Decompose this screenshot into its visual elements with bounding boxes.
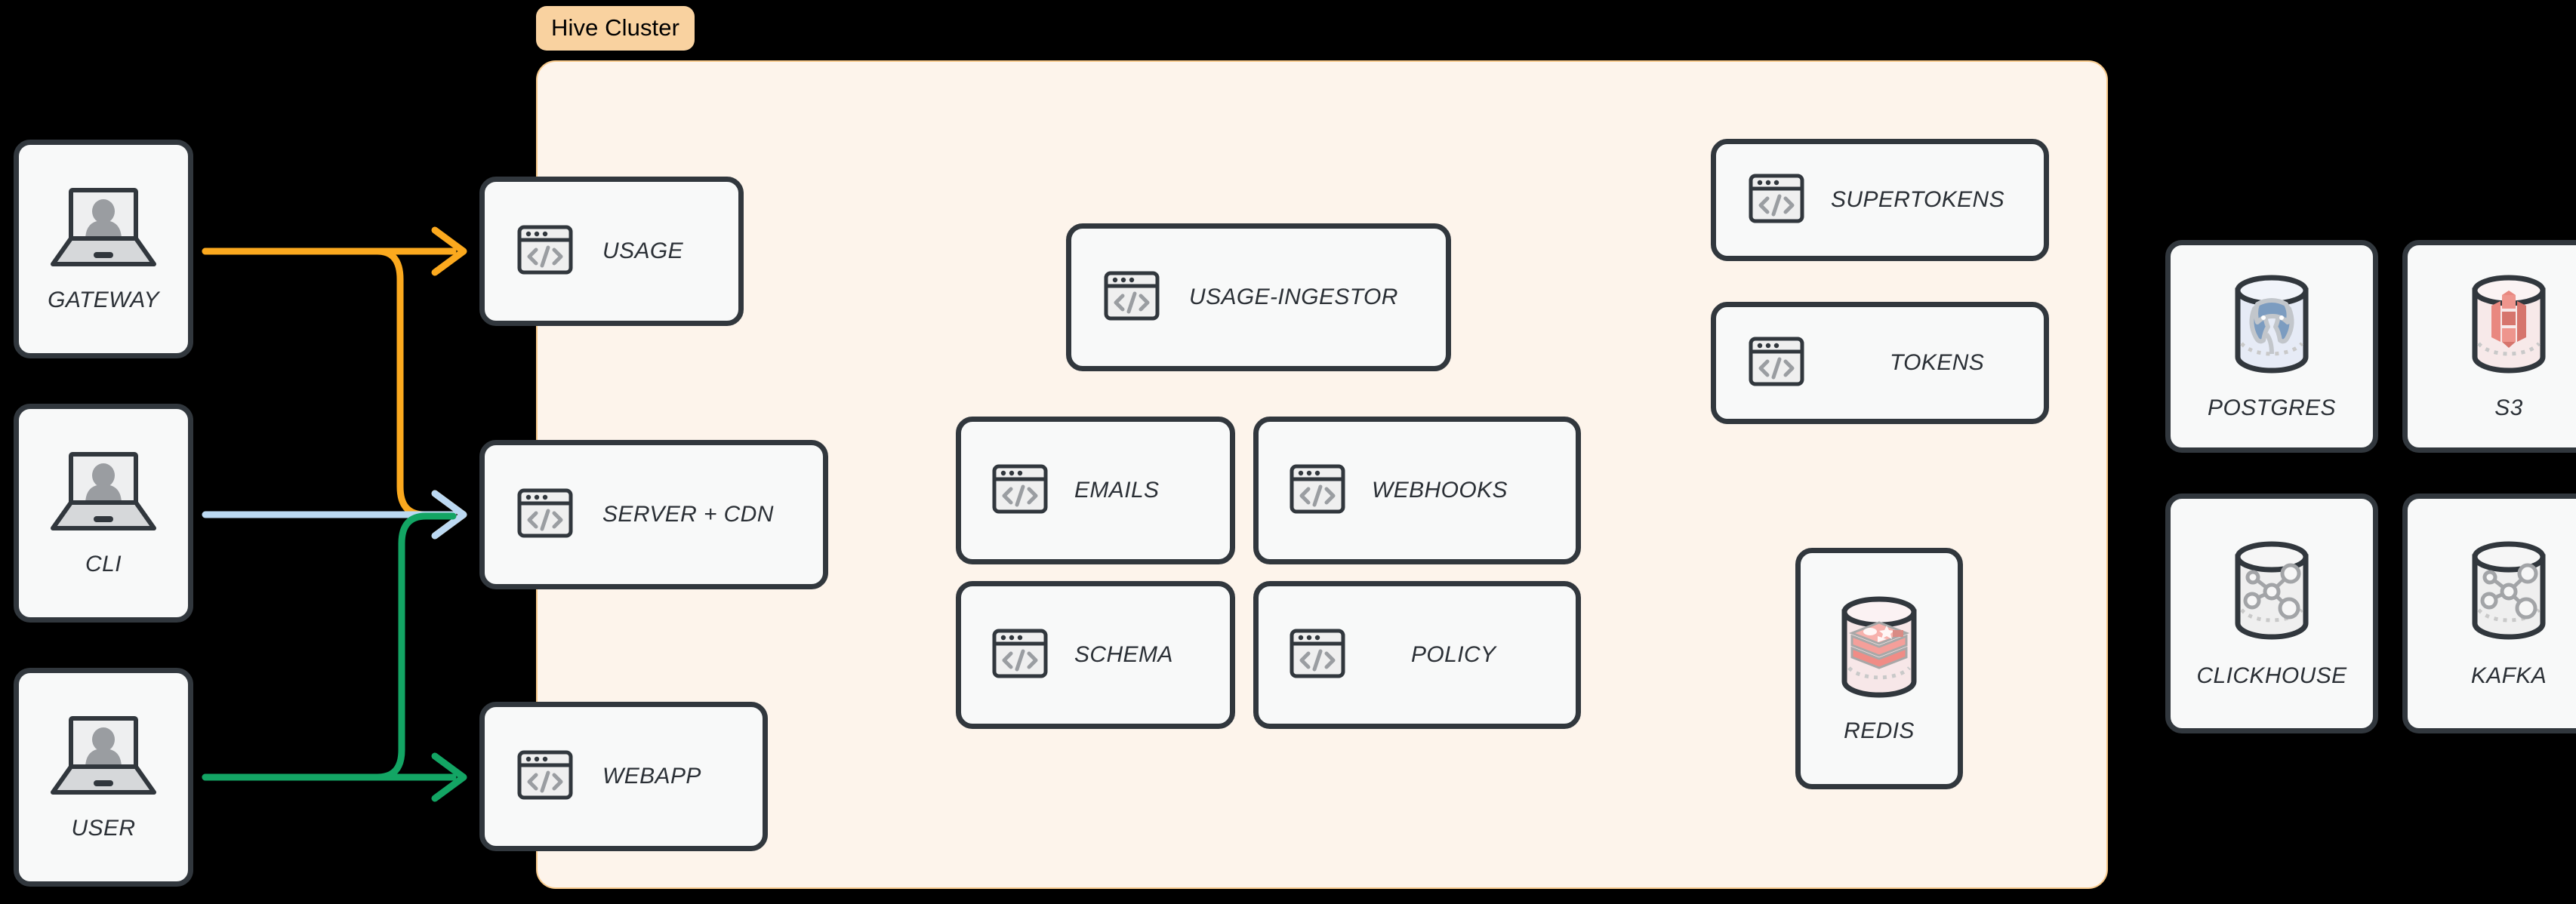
arrowhead-cli-server-cdn [431,490,467,540]
datastore-node-postgres-label: POSTGRES [2208,395,2336,420]
postgres-cylinder-icon [2224,272,2319,382]
service-node-tokens-label: TOKENS [1890,350,1985,375]
code-window-icon [1748,333,1805,394]
code-window-icon [516,484,574,546]
laptop-user-icon [48,186,159,274]
graph-cylinder-icon [2461,539,2556,650]
service-node-server-cdn[interactable]: SERVER + CDN [479,440,828,589]
client-node-cli-label: CLI [85,551,122,577]
client-node-gateway[interactable]: GATEWAY [14,140,193,358]
datastore-node-s3-label: S3 [2494,395,2523,420]
service-node-webhooks[interactable]: WEBHOOKS [1253,417,1581,564]
laptop-user-icon [48,450,159,538]
datastore-node-redis[interactable]: REDIS [1795,548,1963,789]
graph-cylinder-icon [2224,539,2319,650]
service-node-server-cdn-label: SERVER + CDN [602,502,774,527]
wire-gateway-server-cdn [202,248,457,518]
datastore-node-kafka-label: KAFKA [2470,663,2547,688]
service-node-usage-label: USAGE [602,238,684,263]
client-node-gateway-label: GATEWAY [48,287,159,312]
datastore-node-s3[interactable]: S3 [2402,240,2576,453]
code-window-icon [991,625,1049,686]
code-window-icon [1103,267,1160,328]
service-node-usage[interactable]: USAGE [479,177,744,326]
s3-cylinder-icon [2461,272,2556,382]
service-node-webhooks-label: WEBHOOKS [1372,478,1508,503]
datastore-node-clickhouse-label: CLICKHOUSE [2196,663,2347,688]
service-node-emails-label: EMAILS [1074,478,1160,503]
service-node-supertokens[interactable]: SUPERTOKENS [1711,139,2049,261]
datastore-node-redis-label: REDIS [1844,718,1915,743]
service-node-usage-ingestor-label: USAGE-INGESTOR [1189,284,1398,309]
datastore-node-kafka[interactable]: KAFKA [2402,494,2576,733]
service-node-supertokens-label: SUPERTOKENS [1831,187,2005,212]
code-window-icon [516,221,574,282]
hive-cluster-tag-label: Hive Cluster [551,14,680,41]
arrowhead-gateway-usage [431,226,467,276]
code-window-icon [991,460,1049,521]
datastore-node-clickhouse[interactable]: CLICKHOUSE [2165,494,2378,733]
service-node-usage-ingestor[interactable]: USAGE-INGESTOR [1066,223,1451,371]
service-node-emails[interactable]: EMAILS [956,417,1235,564]
redis-cylinder-icon [1831,594,1927,705]
arrowhead-gateway-server-cdn [431,490,467,540]
service-node-policy-label: POLICY [1411,642,1496,667]
service-node-tokens[interactable]: TOKENS [1711,302,2049,424]
service-node-schema[interactable]: SCHEMA [956,581,1235,729]
client-node-user-label: USER [71,815,136,841]
code-window-icon [1289,460,1346,521]
client-node-cli[interactable]: CLI [14,404,193,623]
service-node-policy[interactable]: POLICY [1253,581,1581,729]
code-window-icon [516,746,574,807]
service-node-schema-label: SCHEMA [1074,642,1173,667]
datastore-node-postgres[interactable]: POSTGRES [2165,240,2378,453]
wire-user-server-cdn [202,512,457,781]
service-node-webapp-label: WEBAPP [602,764,701,789]
client-node-user[interactable]: USER [14,668,193,887]
arrowhead-user-webapp [431,752,467,802]
code-window-icon [1289,625,1346,686]
hive-cluster-tag: Hive Cluster [536,6,695,51]
service-node-webapp[interactable]: WEBAPP [479,702,768,851]
laptop-user-icon [48,714,159,802]
code-window-icon [1748,170,1805,231]
